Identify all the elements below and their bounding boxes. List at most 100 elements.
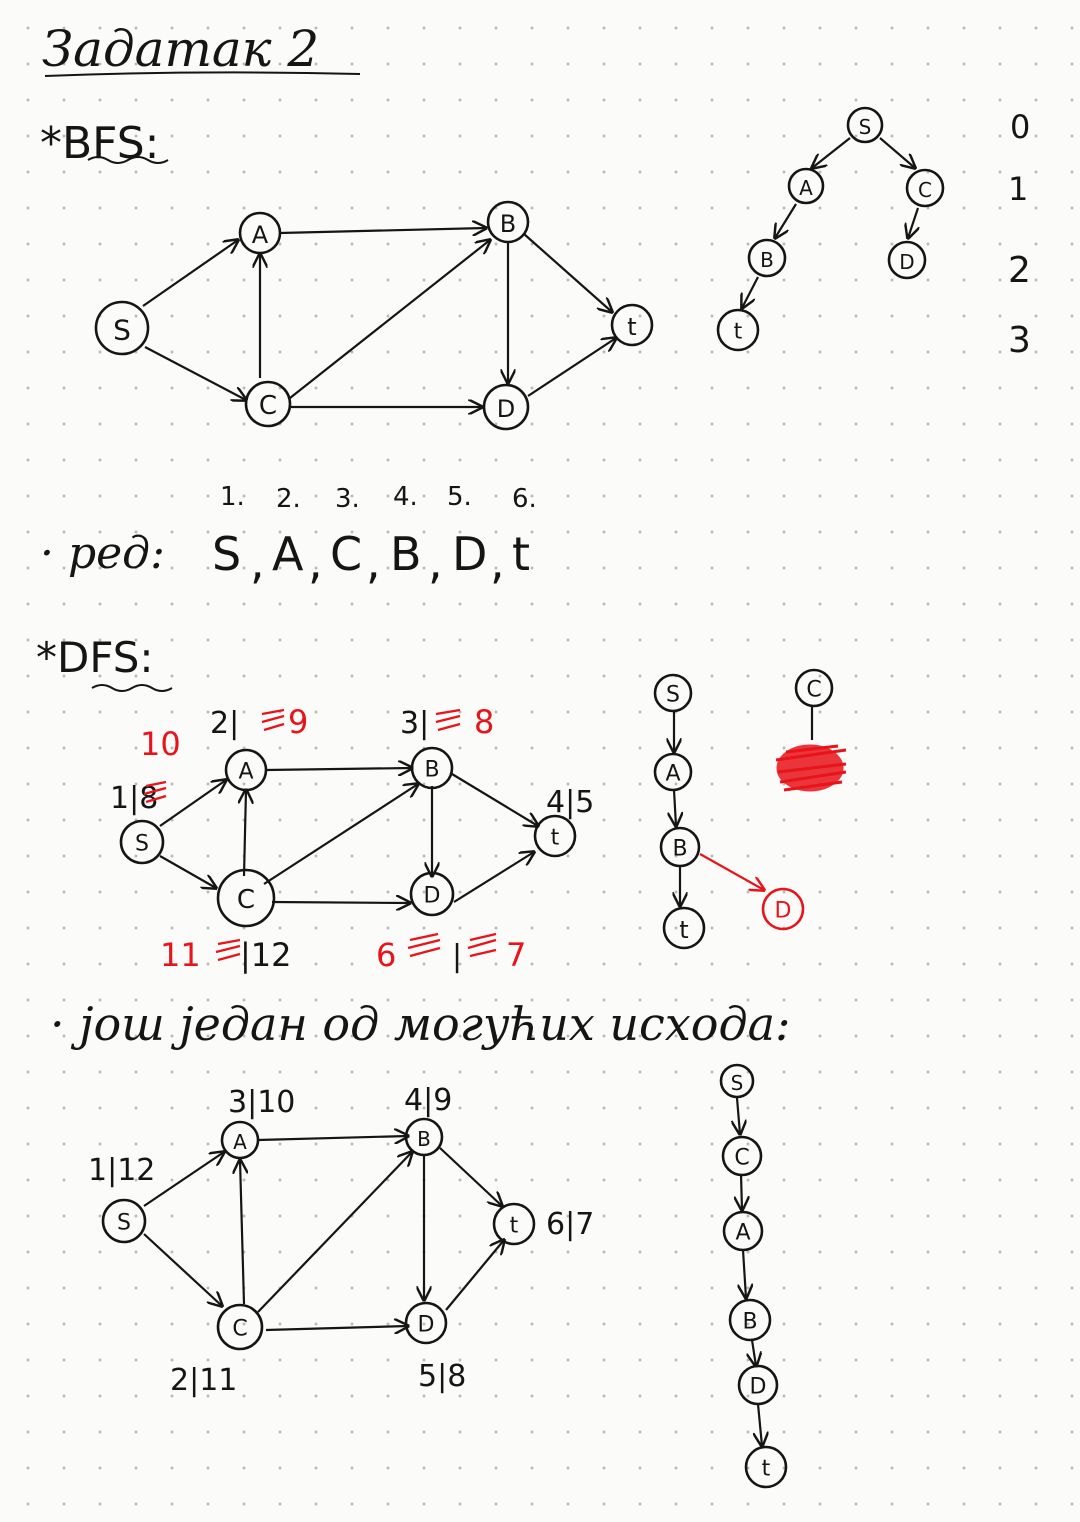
bfs-tree-edges: [742, 137, 918, 308]
dfs-heading: *DFS:: [36, 633, 154, 682]
level-3: 3: [1008, 320, 1031, 361]
svg-text:A: A: [238, 760, 253, 785]
svg-text:B: B: [760, 248, 774, 272]
bfs-heading: *BFS:: [40, 118, 159, 169]
dfs-node-s: S: [119, 819, 165, 865]
another-graph-edges: [143, 1136, 504, 1330]
svg-text:A: A: [799, 176, 813, 200]
dfs-corrections: 10 9 8 11 |12 6 | 7: [140, 703, 526, 974]
bfs-tree-node-a: A: [787, 167, 825, 205]
bfs-tree-node-s: S: [846, 106, 884, 144]
queue-label: · ред:: [40, 528, 165, 579]
svg-text:3.: 3.: [335, 484, 360, 514]
dfs-correction-d: 7: [506, 936, 526, 974]
svg-text:C: C: [734, 1146, 749, 1171]
svg-text:S: S: [666, 683, 680, 708]
svg-text:A: A: [735, 1221, 750, 1246]
svg-text:6.: 6.: [512, 484, 537, 514]
svg-text:S: S: [117, 1211, 131, 1236]
svg-text:C: C: [330, 527, 362, 581]
dfs-correction-b: 8: [474, 703, 494, 741]
svg-text:S: S: [135, 832, 149, 857]
svg-text:t: t: [627, 313, 636, 341]
dfs-tree-edges: [674, 706, 814, 906]
svg-text:A: A: [272, 527, 304, 581]
svg-text:t: t: [510, 1214, 519, 1239]
svg-text:D: D: [497, 395, 515, 423]
dfs-tree-node-c: C: [794, 668, 834, 708]
another-time-s: 1|12: [88, 1153, 155, 1188]
dfs-correction-s: 10: [140, 725, 181, 763]
dfs-correction-c: |12: [240, 936, 292, 974]
queue-order-numbers: 1. 2. 3. 4. 5. 6.: [220, 482, 537, 514]
svg-text:t: t: [734, 320, 743, 345]
svg-text:D: D: [452, 527, 487, 581]
svg-text:C: C: [237, 885, 255, 915]
another-tree-node-s: S: [719, 1063, 755, 1099]
svg-text:B: B: [390, 527, 422, 581]
another-node-d: D: [404, 1301, 448, 1345]
svg-text:S: S: [859, 115, 872, 139]
dfs-strikes: [143, 708, 497, 962]
dfs-times: 1|8 2| 3| 4|5: [110, 706, 594, 820]
dfs-node-c: C: [216, 868, 276, 928]
svg-text:t: t: [762, 1457, 771, 1482]
bfs-tree-node-t: t: [716, 308, 760, 352]
level-1: 1: [1008, 170, 1028, 208]
svg-text:B: B: [500, 210, 516, 238]
another-tree-edges: [737, 1097, 762, 1446]
dfs-tree-node-a: A: [653, 752, 693, 792]
svg-text:t: t: [512, 527, 530, 581]
another-tree-node-c: C: [721, 1135, 763, 1177]
svg-text:B: B: [424, 758, 439, 783]
bfs-node-t: t: [610, 303, 654, 347]
svg-text:C: C: [259, 391, 277, 421]
svg-text:C: C: [232, 1317, 247, 1342]
svg-text:C: C: [918, 178, 932, 202]
svg-text:D: D: [775, 899, 792, 924]
bfs-node-s: S: [94, 300, 150, 356]
dfs-time-s: 1|8: [110, 781, 158, 816]
svg-text:,: ,: [490, 535, 505, 589]
dfs-time-t: 4|5: [546, 785, 594, 820]
dfs-tree-node-s: S: [653, 673, 693, 713]
another-node-b: B: [404, 1117, 444, 1157]
dfs-tree-node-d: D: [761, 887, 805, 931]
svg-text:,: ,: [366, 535, 381, 589]
another-node-s: S: [101, 1198, 147, 1244]
another-times: 1|12 3|10 4|9 6|7 2|11 5|8: [88, 1083, 594, 1398]
bfs-tree-node-b: B: [747, 238, 787, 278]
svg-text:t: t: [679, 916, 688, 944]
svg-text:A: A: [252, 221, 269, 249]
dfs-time-d: 6: [376, 936, 396, 974]
red-scribble-blob: [775, 744, 847, 792]
dfs-tree-node-b: B: [659, 826, 701, 868]
dfs-node-d: D: [409, 871, 455, 917]
svg-text:S: S: [731, 1071, 744, 1095]
another-node-a: A: [220, 1120, 260, 1160]
svg-text:,: ,: [308, 535, 323, 589]
another-tree-node-t: t: [744, 1445, 788, 1489]
title-underline: [44, 71, 361, 77]
bfs-levels: 0 1 2 3: [1008, 108, 1031, 361]
level-2: 2: [1008, 250, 1031, 291]
another-tree-node-b: B: [728, 1298, 772, 1342]
dfs-correction-a: 9: [288, 703, 308, 741]
svg-text:5.: 5.: [447, 482, 472, 512]
svg-text:1.: 1.: [220, 482, 245, 512]
page-title: Задатак 2: [42, 20, 319, 78]
dfs-node-b: B: [410, 746, 454, 790]
svg-text:B: B: [672, 837, 687, 862]
another-time-a: 3|10: [228, 1085, 295, 1120]
another-node-c: C: [216, 1303, 264, 1351]
dfs-heading-squiggle: [91, 684, 173, 692]
dfs-tree-node-t: t: [662, 906, 706, 950]
bfs-heading-squiggle: [87, 156, 169, 164]
svg-text:S: S: [212, 527, 241, 581]
another-time-b: 4|9: [404, 1083, 452, 1118]
svg-text:A: A: [233, 1130, 247, 1154]
another-time-c: 2|11: [170, 1363, 237, 1398]
svg-text:B: B: [742, 1310, 757, 1335]
svg-text:4.: 4.: [393, 482, 418, 512]
